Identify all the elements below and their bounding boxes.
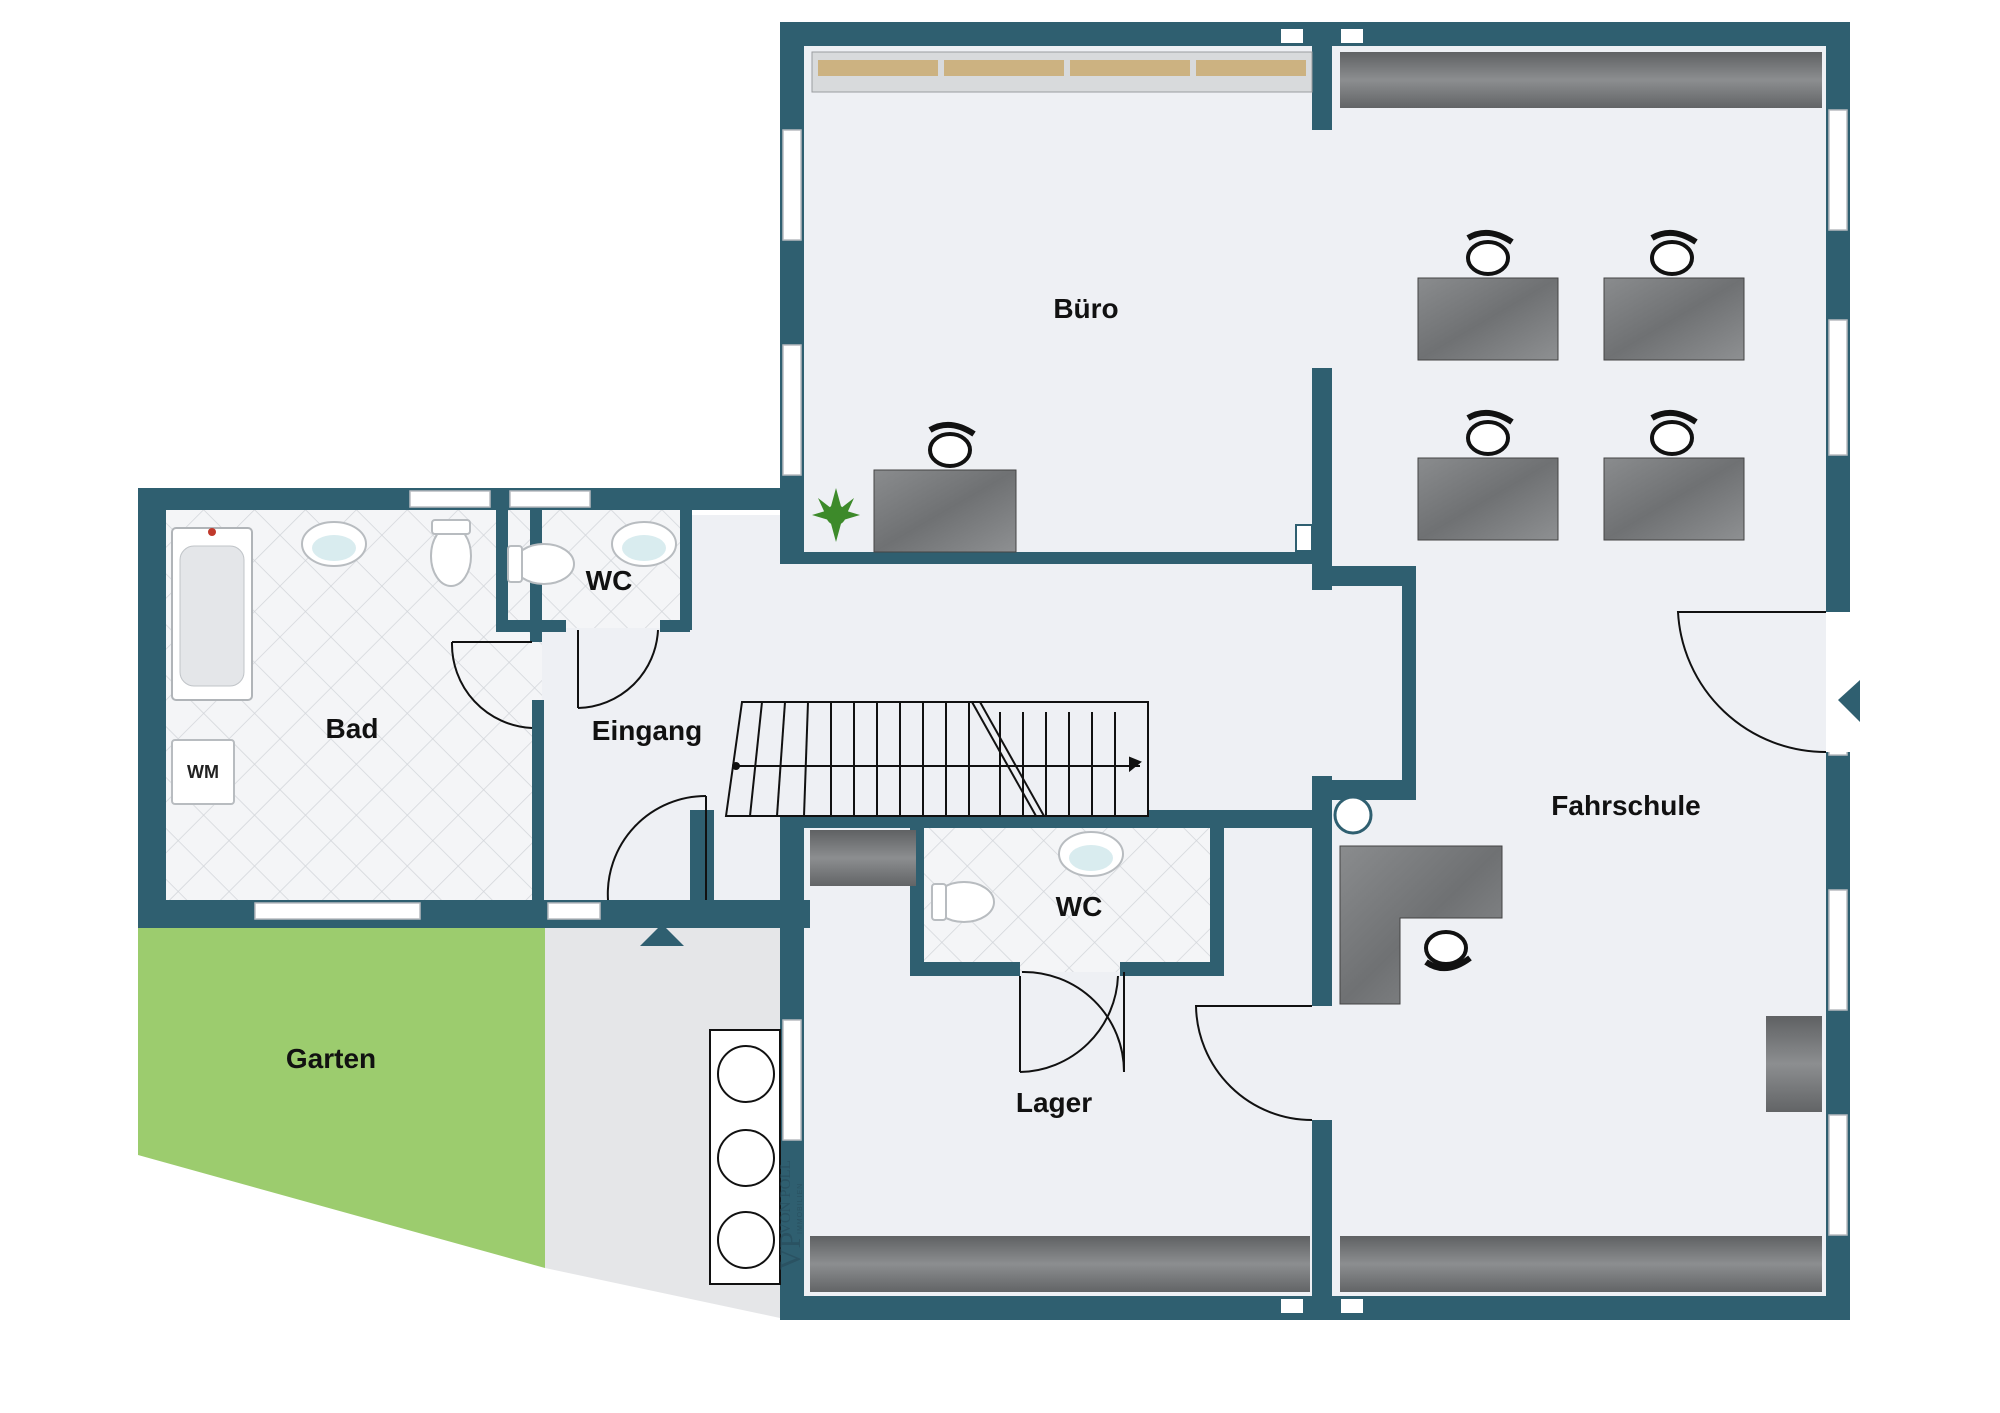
garden-area xyxy=(138,925,545,1268)
bookshelf xyxy=(811,51,1313,93)
room-label-wc-upper: WC xyxy=(586,565,633,596)
svg-text:IMMOBILIEN: IMMOBILIEN xyxy=(797,1183,804,1234)
room-label-fahrschule: Fahrschule xyxy=(1551,790,1700,821)
bathtub-icon xyxy=(171,527,253,701)
plant-icon xyxy=(812,488,860,542)
cabinet-bottom-right xyxy=(1340,1236,1822,1292)
svg-text:VON POLL: VON POLL xyxy=(778,1160,794,1234)
svg-text:VP: VP xyxy=(774,1232,807,1270)
column xyxy=(1333,795,1373,835)
toilet-icon xyxy=(430,519,995,923)
wall-markers xyxy=(1279,27,1365,1315)
room-label-buero: Büro xyxy=(1053,293,1118,324)
cabinet-top-right xyxy=(1340,52,1822,108)
sink-icon xyxy=(301,521,1124,877)
room-label-garten: Garten xyxy=(286,1043,376,1074)
cabinet-bottom-left xyxy=(810,1236,1310,1292)
room-label-wc-lower: WC xyxy=(1056,891,1103,922)
washing-machine-label: WM xyxy=(187,762,219,782)
chair-backs xyxy=(928,229,1698,971)
desks xyxy=(873,277,1745,1005)
room-label-lager: Lager xyxy=(1016,1087,1092,1118)
room-label-eingang: Eingang xyxy=(592,715,702,746)
right-entry-gap xyxy=(1826,612,1850,752)
entrance-arrow-icon xyxy=(640,924,684,946)
washing-machine-icon xyxy=(171,739,235,805)
room-label-bad: Bad xyxy=(326,713,379,744)
staircase xyxy=(724,701,1149,817)
chairs xyxy=(928,240,1694,966)
entrance-arrow-icon xyxy=(1838,680,1860,722)
buero-floor xyxy=(780,24,1330,562)
side-cabinet xyxy=(1766,1016,1822,1112)
lager-shelf xyxy=(810,830,916,886)
doors xyxy=(450,611,1827,1121)
brand-logo: VP VON POLL IMMOBILIEN xyxy=(774,1160,807,1270)
bins-icon xyxy=(709,1029,781,1285)
